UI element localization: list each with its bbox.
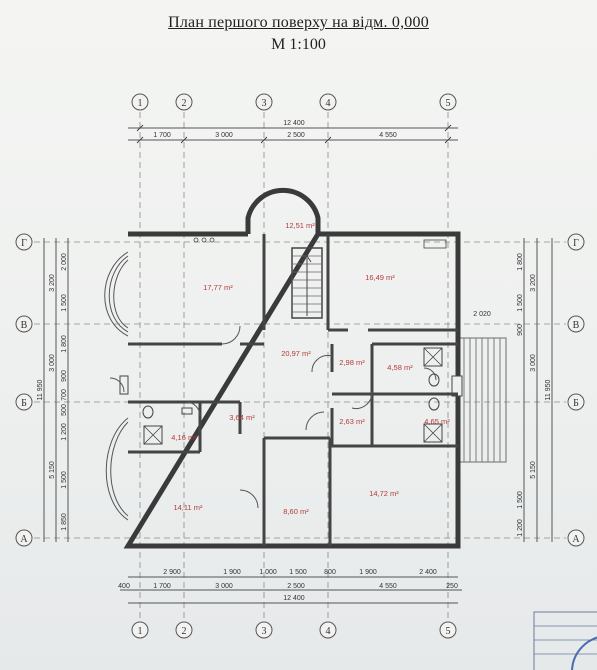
dim-text: 3 000 bbox=[215, 583, 233, 590]
dim-text: 3 000 bbox=[530, 354, 537, 372]
dim-text: 5 150 bbox=[49, 461, 56, 479]
room-area-label: 8,60 m² bbox=[283, 507, 309, 516]
partition-walls bbox=[128, 234, 458, 546]
dim-text: 1 500 bbox=[517, 491, 524, 509]
dim-text: 1 500 bbox=[517, 294, 524, 312]
room-area-label: 4,65 m² bbox=[424, 417, 450, 426]
title-block-corner bbox=[533, 611, 597, 670]
door-swings bbox=[109, 325, 437, 509]
room-area-label: 14,11 m² bbox=[173, 503, 203, 512]
dim-text: 2 400 bbox=[419, 569, 437, 576]
axis-label: 2 bbox=[182, 98, 187, 109]
dim-text: 1 200 bbox=[61, 423, 68, 441]
dim-text: 900 bbox=[61, 370, 68, 382]
axis-markers-right: Г В Б А bbox=[567, 233, 585, 547]
axis-label: 5 bbox=[446, 626, 451, 637]
dim-text: 12 400 bbox=[283, 120, 305, 127]
left-bay-windows bbox=[104, 251, 129, 521]
axis-label: 1 bbox=[138, 626, 143, 637]
axis-label: Г bbox=[573, 238, 579, 249]
dim-text: 1 500 bbox=[61, 471, 68, 489]
axis-markers-top: 1 2 3 4 5 bbox=[131, 93, 457, 111]
dim-text: 250 bbox=[446, 583, 458, 590]
room-area-label: 17,77 m² bbox=[203, 283, 233, 292]
outer-walls bbox=[119, 187, 463, 549]
left-dimensions: 11 950 3 200 3 000 5 150 2 000 1 500 1 8… bbox=[37, 238, 69, 542]
dim-text: 800 bbox=[324, 569, 336, 576]
dim-text: 900 bbox=[517, 324, 524, 336]
room-area-label: 2,63 m² bbox=[339, 417, 365, 426]
dim-text: 3 000 bbox=[215, 132, 233, 139]
axis-label: 5 bbox=[446, 98, 451, 109]
axis-label: 4 bbox=[326, 98, 331, 109]
dim-text: 1 900 bbox=[359, 569, 377, 576]
dim-text: 1 000 bbox=[259, 569, 277, 576]
axis-label: А bbox=[20, 534, 28, 545]
dim-text: 1 500 bbox=[289, 569, 307, 576]
axis-label: В bbox=[573, 320, 580, 331]
axis-label: Б bbox=[21, 398, 27, 409]
dim-text: 1 900 bbox=[223, 569, 241, 576]
dim-text: 12 400 bbox=[283, 595, 305, 602]
dim-text: 2 020 bbox=[473, 311, 491, 318]
dim-text: 2 500 bbox=[287, 132, 305, 139]
plan-scale: М 1:100 bbox=[271, 36, 326, 53]
axis-label: В bbox=[21, 320, 28, 331]
dim-text: 3 000 bbox=[49, 354, 56, 372]
dim-text: 500 bbox=[61, 404, 68, 416]
dim-text: 700 bbox=[61, 389, 68, 401]
dim-text: 1 200 bbox=[517, 519, 524, 537]
staircase bbox=[291, 247, 323, 319]
dim-text: 3 200 bbox=[530, 274, 537, 292]
axis-label: 4 bbox=[326, 626, 331, 637]
sanitary-fixtures bbox=[142, 237, 447, 445]
room-area-label: 20,97 m² bbox=[281, 349, 311, 358]
top-dimensions: 12 400 1 700 3 000 2 500 4 550 bbox=[128, 120, 458, 144]
dim-text: 1 700 bbox=[153, 583, 171, 590]
room-area-label: 2,98 m² bbox=[339, 358, 365, 367]
room-area-label: 14,72 m² bbox=[369, 489, 399, 498]
dim-text: 4 550 bbox=[379, 583, 397, 590]
right-dimensions: 1 800 1 500 900 1 500 1 200 3 200 3 000 … bbox=[473, 238, 553, 542]
axis-markers-bottom: 1 2 3 4 5 bbox=[131, 621, 457, 639]
axis-label: Г bbox=[21, 238, 27, 249]
dim-text: 400 bbox=[118, 583, 130, 590]
dim-text: 2 000 bbox=[61, 253, 68, 271]
axis-markers-left: Г В Б А bbox=[15, 233, 33, 547]
dim-text: 5 150 bbox=[530, 461, 537, 479]
room-area-label: 16,49 m² bbox=[365, 273, 395, 282]
dim-text: 1 800 bbox=[61, 335, 68, 353]
dim-text: 3 200 bbox=[49, 274, 56, 292]
terrace-steps bbox=[457, 337, 507, 463]
dim-text: 2 500 bbox=[287, 583, 305, 590]
dim-text: 11 950 bbox=[545, 379, 552, 400]
dim-text: 4 550 bbox=[379, 132, 397, 139]
bottom-dimensions: 2 900 1 900 1 000 1 500 800 1 900 2 400 … bbox=[118, 569, 462, 604]
axis-grid bbox=[34, 112, 566, 618]
dim-text: 1 700 bbox=[153, 132, 171, 139]
room-area-label: 4,58 m² bbox=[387, 363, 413, 372]
room-area-label: 4,16 m² bbox=[171, 433, 197, 442]
dim-text: 1 500 bbox=[61, 294, 68, 312]
room-area-label: 3,64 m² bbox=[229, 413, 255, 422]
room-area-label: 12,51 m² bbox=[285, 221, 315, 230]
axis-label: А bbox=[572, 534, 580, 545]
dim-text: 2 900 bbox=[163, 569, 181, 576]
axis-label: 3 bbox=[262, 98, 267, 109]
axis-label: 2 bbox=[182, 626, 187, 637]
room-areas: 12,51 m² 17,77 m² 16,49 m² 20,97 m² 2,98… bbox=[171, 221, 450, 516]
dim-text: 1 850 bbox=[61, 513, 68, 531]
axis-label: 3 bbox=[262, 626, 267, 637]
axis-label: 1 bbox=[138, 98, 143, 109]
dim-text: 11 950 bbox=[37, 379, 44, 400]
plan-title: План першого поверху на відм. 0,000 bbox=[168, 14, 429, 31]
dim-text: 1 800 bbox=[517, 253, 524, 271]
axis-label: Б bbox=[573, 398, 579, 409]
